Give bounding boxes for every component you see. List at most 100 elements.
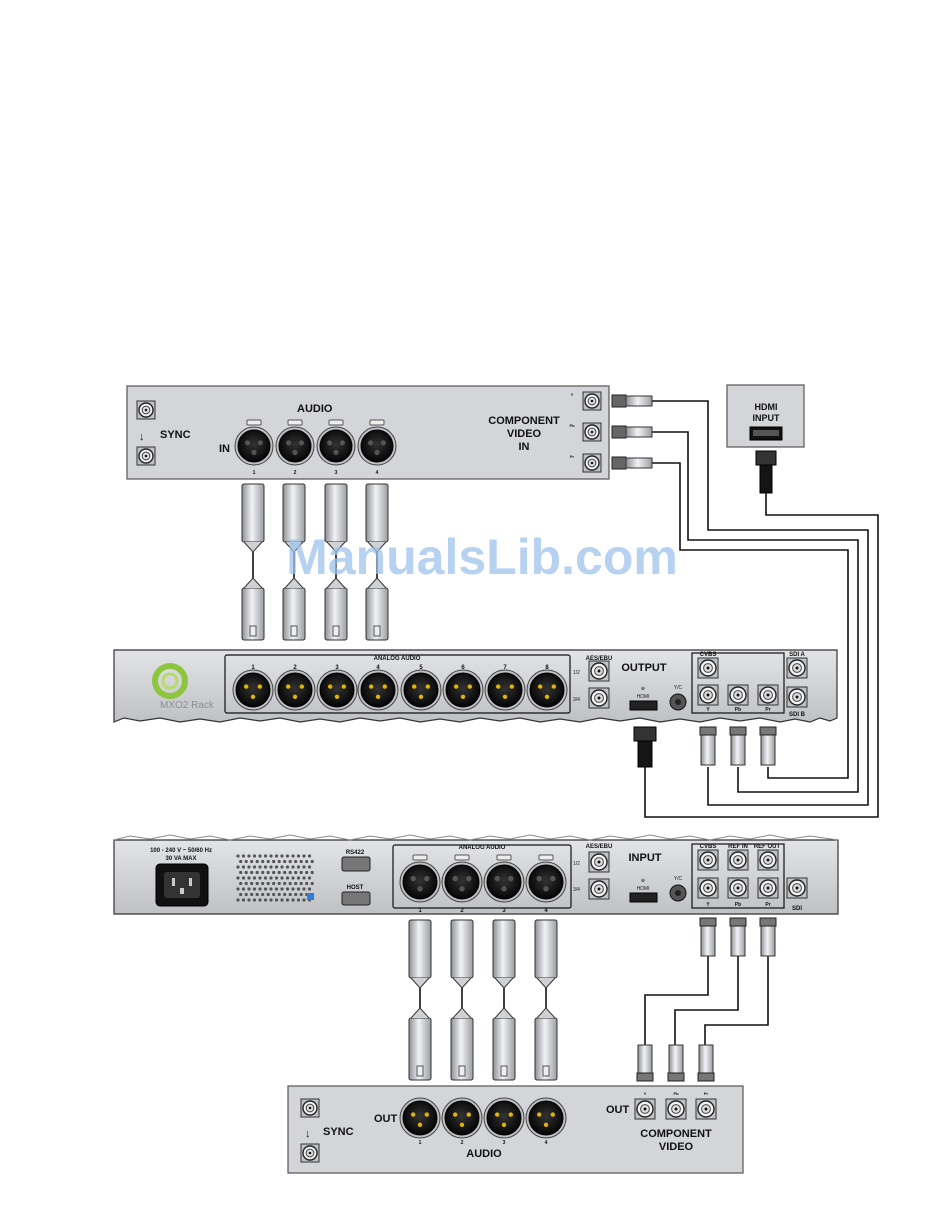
bottom-xlr-1 [399,1097,441,1139]
input-power-label-1: 100 - 240 V ~ 50/60 Hz [150,848,212,854]
bottom-xlr-1-pin-3 [417,1122,423,1128]
top-xlr-female-plug-4 [365,483,389,553]
input-aes-label: AES/EBU [586,844,613,850]
vent-hole-7-8 [283,892,287,897]
vent-hole-6-1 [241,887,246,891]
vent-hole-7-4 [261,892,265,897]
bottom-xlr-2-pin-3 [459,1122,465,1128]
bottom-component-label-1: COMPONENT [640,1128,712,1140]
top-component-plug-collar-2 [611,425,627,439]
bottom-xlr-male-plug-2 [450,1007,474,1081]
input-component-bnc-2 [727,877,749,899]
vent-hole-3-13 [310,870,314,875]
cable-pb-top-to-output [652,431,859,793]
vent-hole-4-7 [274,876,279,880]
input-xlr-2-pin-2 [466,875,472,882]
vent-hole-0-1 [241,854,246,858]
output-hdmi-port [629,700,658,711]
input-xlr-1-pin-2 [424,875,430,882]
vent-hole-6-5 [263,887,268,891]
top-component-bnc-1 [582,391,602,411]
bottom-xlr-male-plug-1-taper [410,1007,430,1019]
output-xlr-7-pin-2 [509,684,515,689]
vent-hole-5-0 [239,881,243,886]
vent-hole-4-8 [280,876,284,880]
bottom-xlr-2-pin-1 [452,1112,458,1117]
bottom-xlr-4-pin-2 [550,1112,556,1117]
input-component-plug-2 [729,917,747,957]
input-xlr-push-1 [412,854,428,861]
vent-hole-3-4 [261,870,265,875]
bottom-component-bnc-2-pin [674,1107,678,1111]
top-xlr-4-pin-1 [368,440,374,446]
output-aes-bnc-2 [588,687,610,709]
top-xlr-push-2 [287,419,303,426]
top-xlr-1-body [237,429,271,463]
output-xlr-number-2: 2 [293,665,297,671]
output-hdmi-plug-body [637,740,653,768]
output-xlr-5-pin-1 [411,684,417,689]
input-xlr-female-plug-2 [450,919,474,989]
vent-hole-3-9 [288,870,292,875]
top-in-label: IN [219,443,230,455]
output-component-plug-3-collar [759,726,777,736]
vent-hole-4-0 [236,876,240,880]
input-xlr-female-plug-4-body [534,919,558,979]
vent-hole-0-10 [291,854,295,858]
vent-hole-7-2 [250,892,254,897]
top-component-port-label-3: Pr [570,454,575,459]
input-xlr-4-body [528,864,564,900]
input-xlr-female-plug-3 [492,919,516,989]
vent-hole-4-2 [247,876,251,880]
input-ref-bnc-2-pin [736,858,740,862]
input-sdi-bnc-pin [795,886,799,890]
output-component-bnc-2 [727,684,749,706]
top-xlr-4-pin-2 [380,440,386,446]
vent-hole-4-1 [241,876,246,880]
vent-hole-0-6 [269,854,273,858]
output-xlr-number-6: 6 [461,665,465,671]
hdmi-plug-top-icon [755,450,777,466]
input-xlr-number-3: 3 [502,908,506,914]
output-component-plug-2-collar [729,726,747,736]
vent-hole-1-0 [239,859,243,864]
output-xlr-3 [316,669,358,711]
input-component-plug-3-collar [759,917,777,927]
bottom-xlr-3-pin-2 [508,1112,514,1117]
vent-hole-0-5 [263,854,268,858]
vent-hole-6-10 [291,887,295,891]
top-component-bnc-3 [582,453,602,473]
output-sdi-b-label: SDI B [789,712,806,718]
vent-hole-0-9 [285,854,290,858]
vent-hole-2-8 [280,865,284,869]
bottom-xlr-number-2: 2 [461,1140,464,1146]
vent-hole-4-5 [263,876,268,880]
output-xlr-male-plug-1 [241,577,265,641]
output-xlr-5 [400,669,442,711]
top-xlr-1-pin-2 [257,440,263,446]
bottom-sync-label: SYNC [323,1126,354,1138]
output-sdi-b-bnc [786,686,808,708]
vent-hole-5-11 [299,881,303,886]
input-video-box [691,843,785,909]
output-aes-port-2: 3/4 [573,697,580,703]
vent-hole-0-2 [247,854,251,858]
input-analog-audio-label: ANALOG AUDIO [459,845,506,851]
output-xlr-male-plug-2-taper [284,577,304,589]
input-component-plug-3 [759,917,777,957]
top-xlr-3 [316,426,356,466]
input-xlr-number-4: 4 [544,908,548,914]
bottom-xlr-2-body [444,1100,480,1136]
top-xlr-1 [234,426,274,466]
top-component-plug-3 [611,456,653,470]
bottom-component-plug-2-collar [667,1072,685,1082]
bottom-component-port-label-1: Y [644,1091,647,1096]
power-inlet-inner [164,872,200,898]
input-component-bnc-1 [697,877,719,899]
output-xlr-male-plug-4-latch [373,625,381,637]
vent-hole-1-11 [299,859,303,864]
vent-hole-0-4 [258,854,262,858]
output-component-bnc-3 [757,684,779,706]
